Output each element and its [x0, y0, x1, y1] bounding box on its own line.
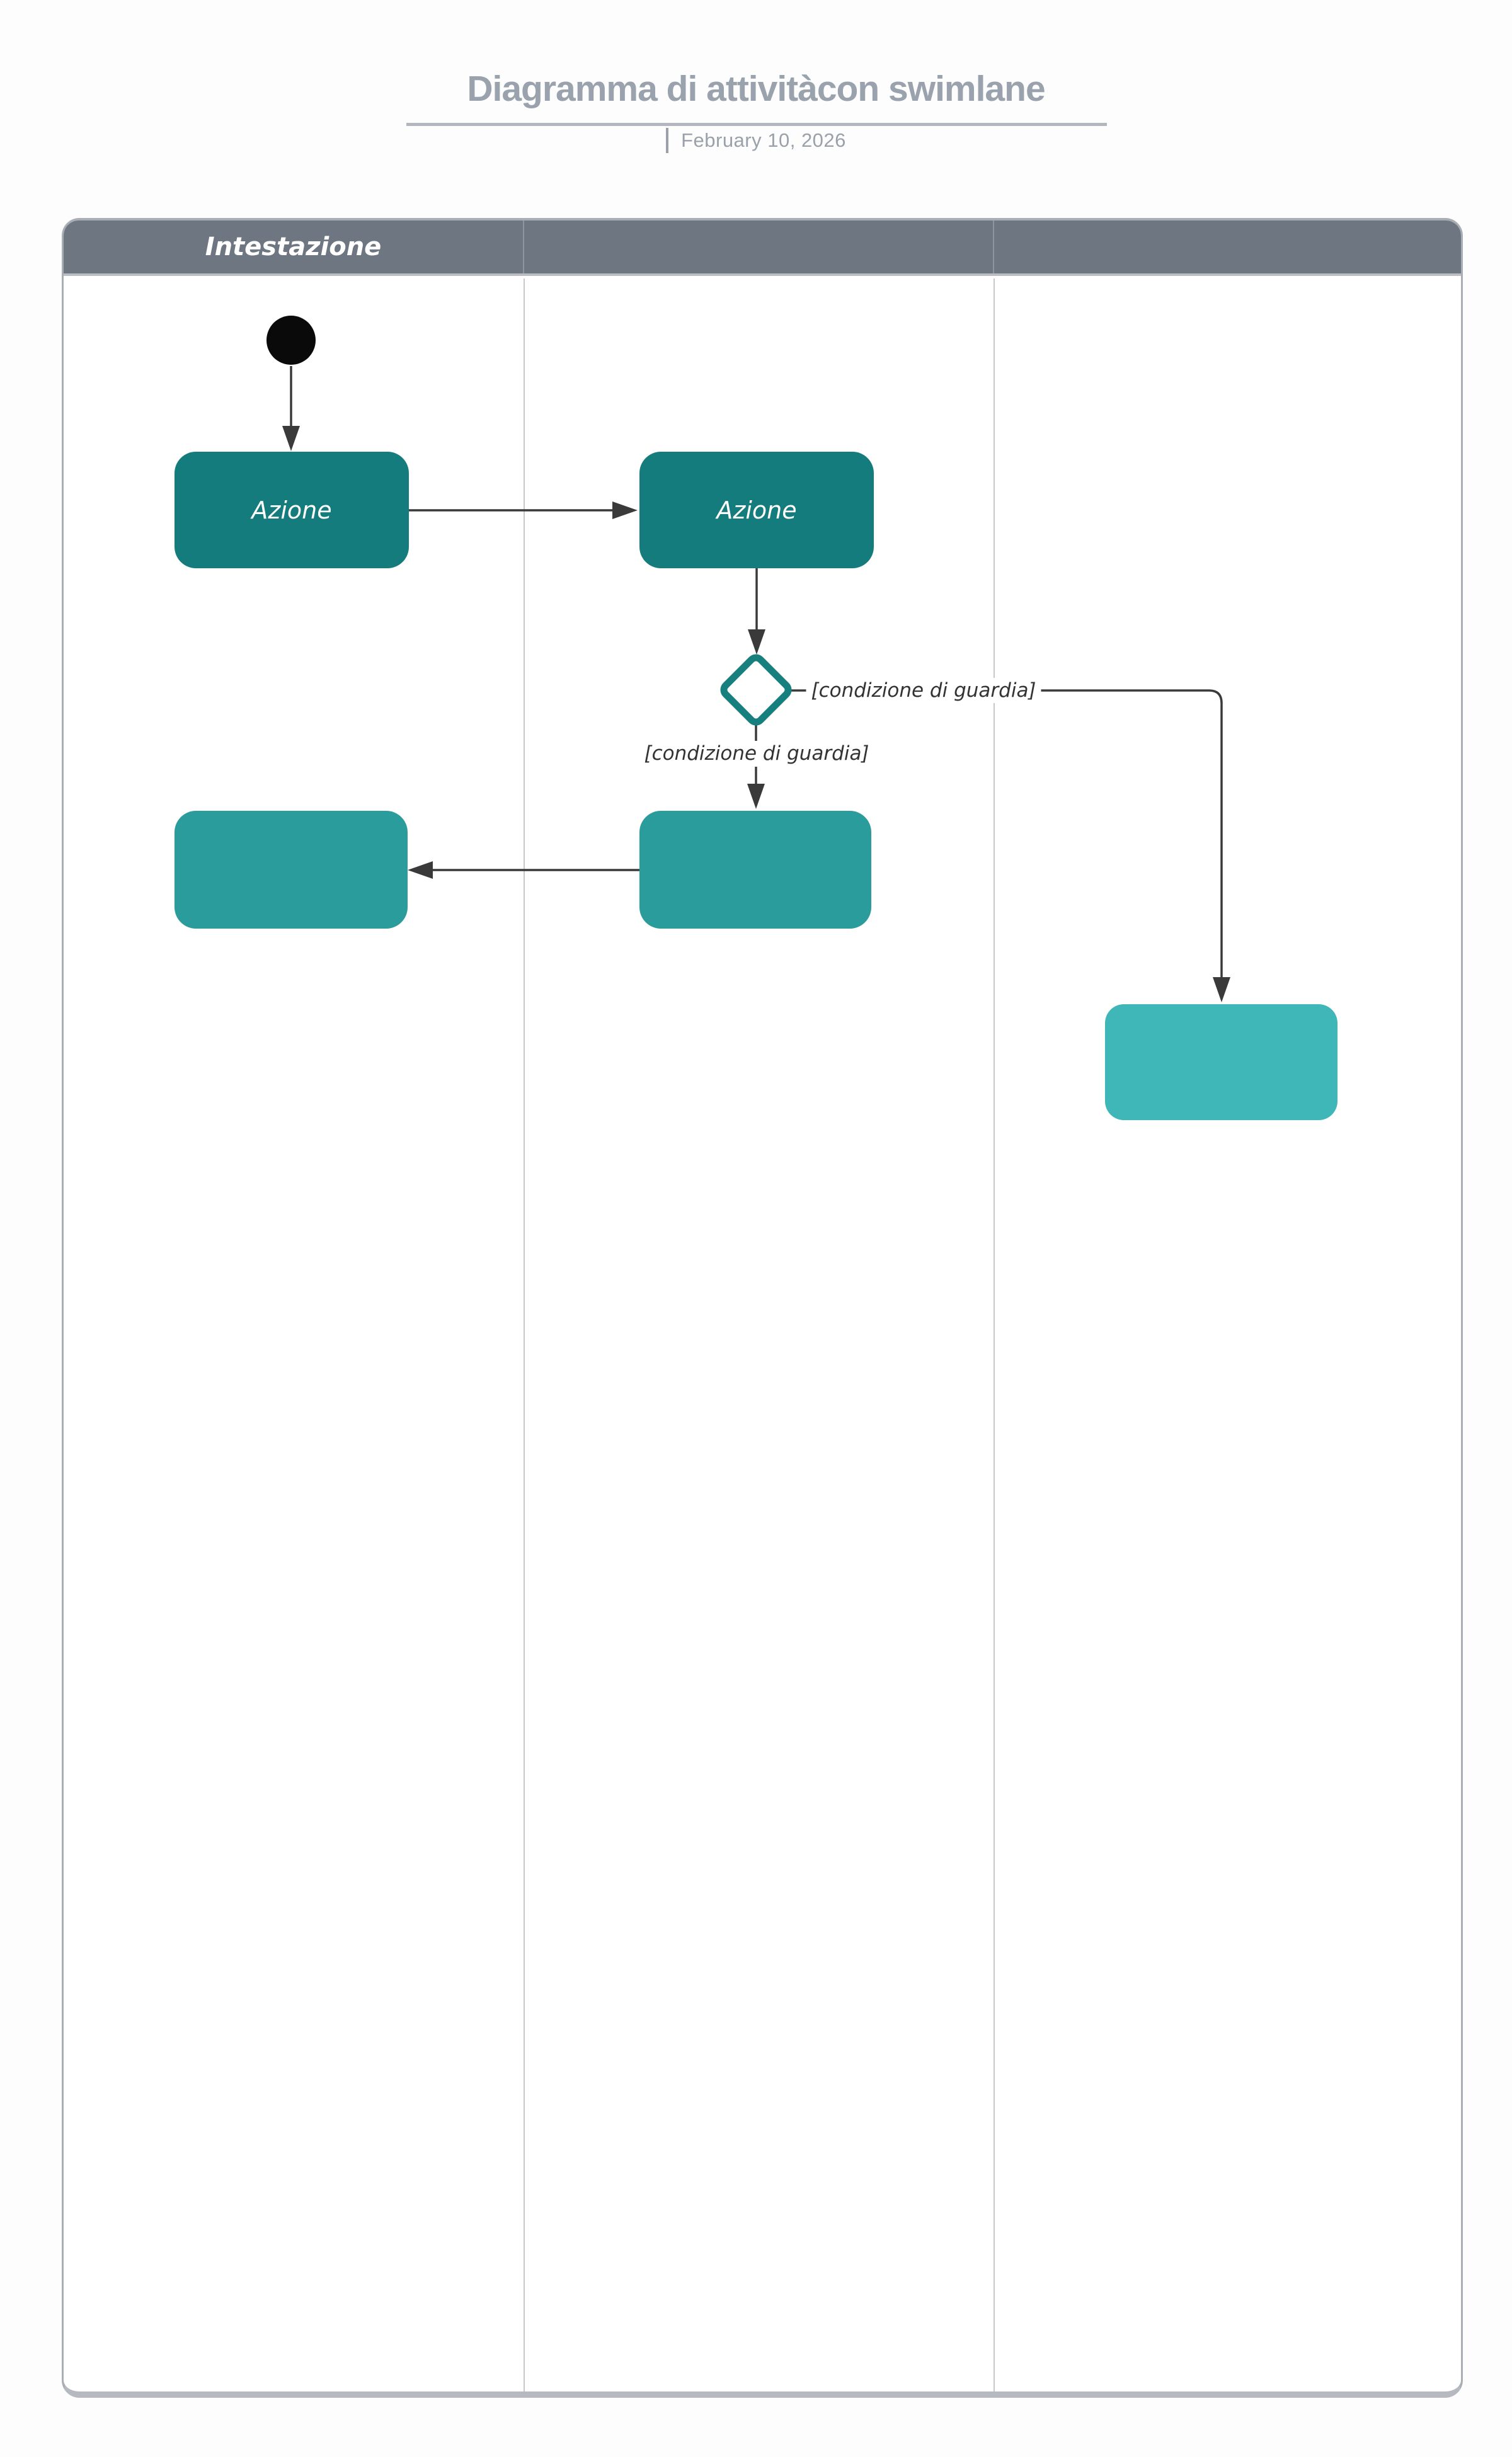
lane-header-1: Intestazione — [64, 220, 524, 273]
lane-divider-1 — [524, 278, 525, 2391]
lane-header-1-label: Intestazione — [205, 232, 382, 261]
action-node-3 — [175, 811, 408, 929]
action-node-2-label: Azione — [716, 496, 797, 524]
lane-header-3 — [994, 220, 1461, 273]
lane-divider-2 — [994, 278, 995, 2391]
action-node-2: Azione — [639, 452, 874, 568]
date-row: February 10, 2026 — [0, 126, 1512, 155]
date-separator-bar — [666, 128, 669, 153]
action-node-1-label: Azione — [251, 496, 332, 524]
action-node-4 — [639, 811, 871, 929]
lane-header-2 — [524, 220, 994, 273]
swimlane-header-row: Intestazione — [64, 220, 1461, 276]
action-node-5 — [1105, 1004, 1337, 1120]
swimlane-container: Intestazione — [62, 218, 1463, 2398]
guard-label-down: [condizione di guardia] — [639, 741, 874, 766]
initial-node — [266, 316, 316, 365]
page-title: Diagramma di attivitàcon swimlane — [467, 69, 1045, 109]
title-underline — [406, 123, 1107, 126]
action-node-1: Azione — [175, 452, 409, 568]
guard-label-right: [condizione di guardia] — [806, 678, 1041, 703]
date-text: February 10, 2026 — [681, 129, 846, 151]
